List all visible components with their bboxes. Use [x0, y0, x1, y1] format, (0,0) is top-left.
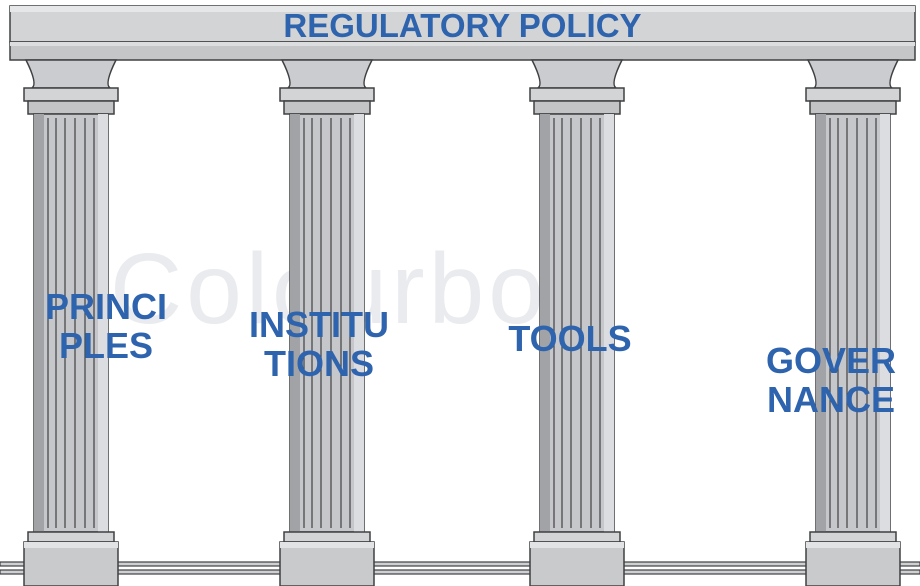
- diagram-title: REGULATORY POLICY: [283, 7, 642, 44]
- pillar-label-line: INSTITU: [249, 304, 389, 345]
- pillar-label-tools: TOOLS: [470, 318, 670, 359]
- pillar-label-principles: PRINCI PLES: [6, 286, 206, 366]
- pillar-label-line: NANCE: [766, 378, 895, 420]
- pillar-label-line: TOOLS: [508, 318, 632, 359]
- base-rails: [0, 561, 920, 575]
- column-4: [805, 59, 901, 586]
- pillar-label-line: TIONS: [263, 342, 374, 384]
- column-1: [23, 59, 119, 586]
- pillar-label-institutions: INSTITU TIONS: [219, 304, 419, 384]
- pillar-label-governance: GOVER NANCE: [746, 340, 916, 420]
- pillar-label-line: PRINCI: [44, 286, 167, 327]
- pillar-label-line: PLES: [58, 324, 154, 366]
- roof-beam: [9, 5, 916, 61]
- pillar-label-line: GOVER: [765, 340, 897, 381]
- column-2: [279, 59, 375, 586]
- column-3: [529, 59, 625, 586]
